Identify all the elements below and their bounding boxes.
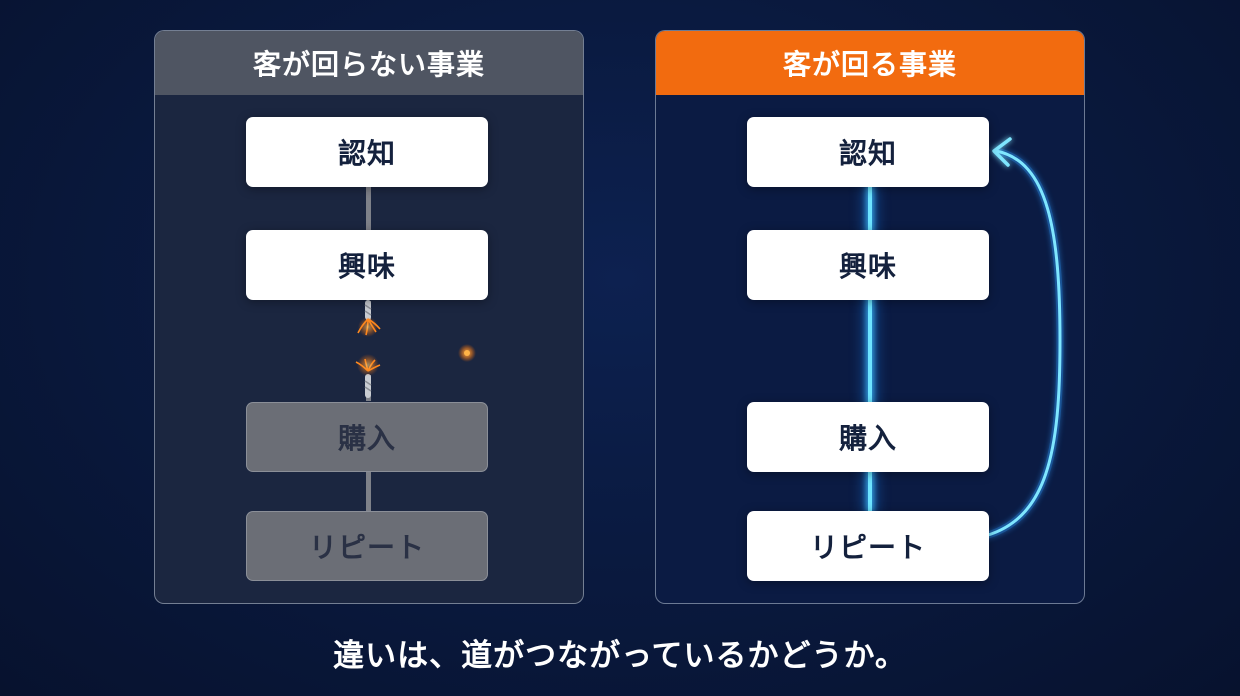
- step-purchase: 購入: [246, 402, 488, 472]
- step-repeat: リピート: [246, 511, 488, 581]
- caption: 違いは、道がつながっているかどうか。: [333, 638, 907, 674]
- broken-rope-icon: [355, 300, 381, 398]
- step-interest: 興味: [246, 230, 488, 300]
- connector-line: [366, 471, 371, 511]
- return-arrow-icon: [980, 137, 1064, 541]
- step-awareness: 認知: [747, 117, 989, 187]
- flow-line: [868, 187, 872, 511]
- spark-icon: [458, 344, 476, 362]
- step-awareness: 認知: [246, 117, 488, 187]
- step-purchase: 購入: [747, 402, 989, 472]
- panel-title: 客が回る事業: [656, 31, 1084, 95]
- step-interest: 興味: [747, 230, 989, 300]
- connector-line: [366, 187, 371, 243]
- panel-without-loop: 客が回らない事業 認知 興味 購入 リピート: [154, 30, 584, 604]
- panel-title: 客が回らない事業: [155, 31, 583, 95]
- panel-with-loop: 客が回る事業 認知 興味 購入 リピート: [655, 30, 1085, 604]
- step-repeat: リピート: [747, 511, 989, 581]
